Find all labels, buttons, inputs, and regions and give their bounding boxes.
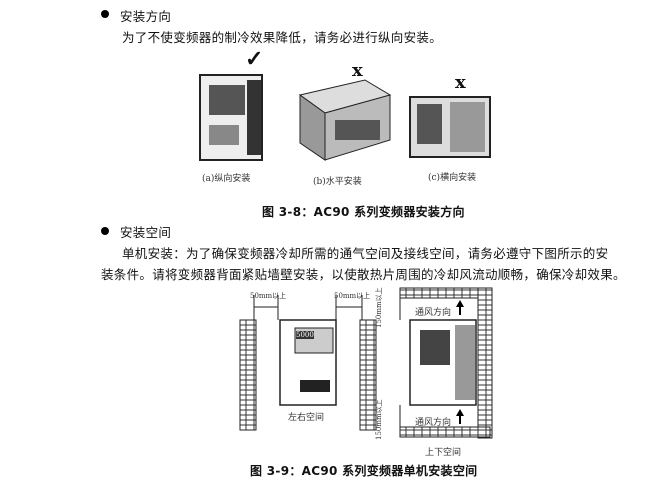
paragraph: 单机安装：为了确保变频器冷却所需的通气空间及接线空间，请务必遵守下图所示的安	[122, 246, 609, 261]
sideways-install-image	[409, 96, 491, 158]
check-icon: ✓	[245, 46, 264, 72]
airflow-label: 通风方向	[415, 308, 452, 318]
display-readout: 5000	[296, 331, 314, 339]
subcaption: (c)横向安装	[428, 173, 477, 183]
section-heading: 安装空间	[120, 225, 172, 240]
top-gap-label: 150mm以上	[375, 287, 383, 328]
section-heading: 安装方向	[120, 9, 172, 24]
bottom-gap-label: 150mm以上	[375, 399, 383, 440]
horizontal-install-image	[298, 79, 392, 161]
subcaption: (b)水平安装	[313, 177, 362, 187]
figure-caption: 图 3-8：AC90 系列变频器安装方向	[262, 205, 465, 219]
cross-icon: x	[352, 60, 364, 81]
airflow-label: 通风方向	[415, 418, 452, 428]
paragraph: 为了不使变频器的制冷效果降低，请务必进行纵向安装。	[122, 30, 443, 45]
cross-icon: x	[455, 72, 467, 93]
bullet	[101, 10, 109, 18]
vertical-install-image	[199, 74, 263, 161]
subcaption: (a)纵向安装	[202, 174, 251, 184]
bullet	[101, 227, 109, 235]
top-bottom-label: 上下空间	[425, 448, 462, 458]
right-gap-label: 50mm以上	[334, 292, 371, 300]
figure-caption: 图 3-9：AC90 系列变频器单机安装空间	[250, 464, 478, 478]
clearance-diagram	[239, 287, 493, 439]
left-right-label: 左右空间	[288, 413, 325, 423]
left-gap-label: 50mm以上	[250, 292, 287, 300]
paragraph: 装条件。请将变频器背面紧贴墙壁安装，以使散热片周围的冷却风流动顺畅，确保冷却效果…	[101, 267, 626, 282]
